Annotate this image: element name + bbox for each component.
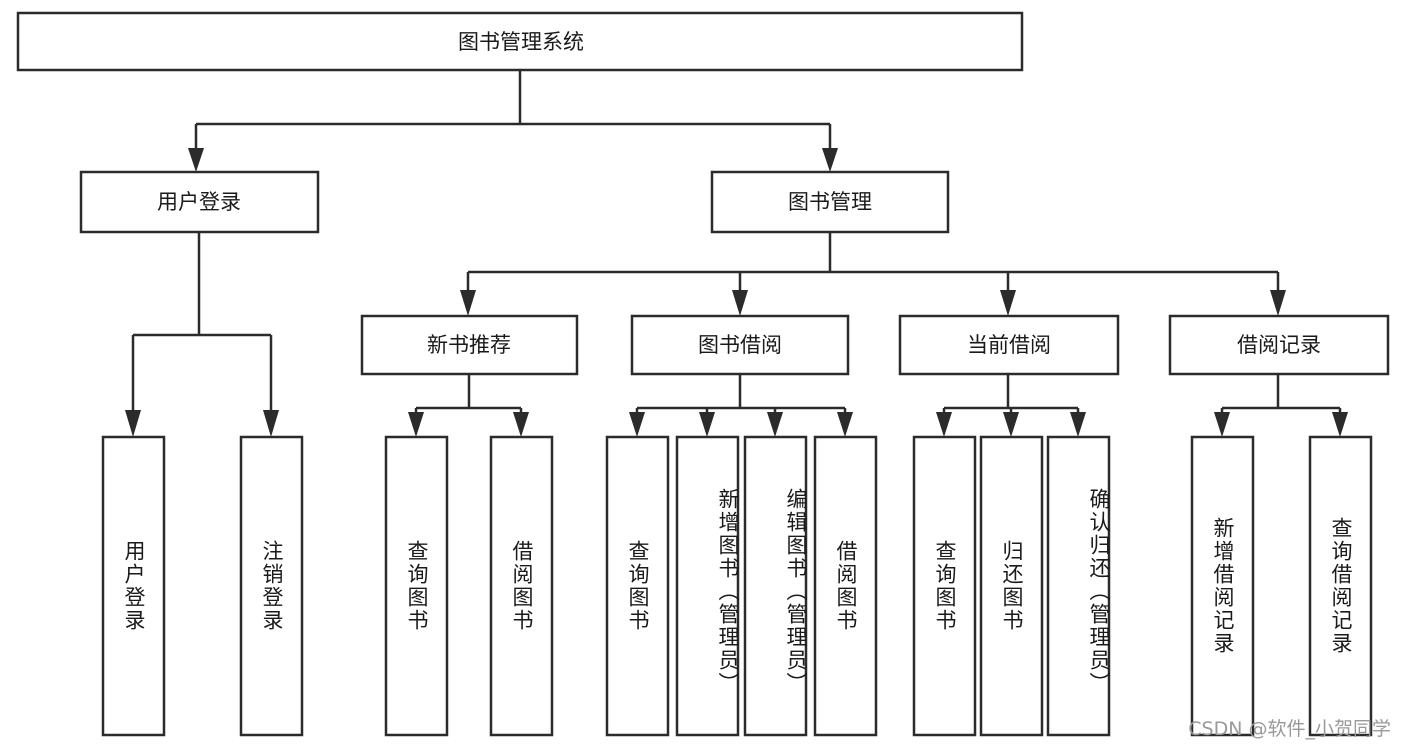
arrow-new-books-leaf-1 — [408, 412, 424, 437]
node-book-borrow[interactable] — [630, 314, 850, 376]
arrow-book-mgmt-to-records — [1270, 290, 1286, 316]
node-user-login[interactable] — [79, 170, 320, 234]
arrow-user-login-leaf-2 — [263, 410, 279, 437]
leaf-box-user-login[interactable] — [101, 435, 166, 737]
arrow-borrow-leaf-2 — [699, 412, 715, 437]
arrow-current-leaf-3 — [1070, 412, 1086, 437]
leaf-box-query-borrow-record[interactable] — [1308, 435, 1373, 737]
node-current-borrow[interactable] — [898, 314, 1120, 376]
node-book-management[interactable] — [710, 170, 950, 234]
arrow-records-leaf-1 — [1214, 412, 1230, 437]
leaf-box-query-books-1[interactable] — [384, 435, 449, 737]
arrow-book-mgmt-to-new-books — [460, 290, 476, 316]
leaf-box-logout[interactable] — [239, 435, 304, 737]
node-root-label: 图书管理系统 — [458, 30, 584, 54]
arrow-borrow-leaf-1 — [629, 412, 645, 437]
node-user-login-label: 用户登录 — [157, 190, 241, 214]
node-borrow-records-label: 借阅记录 — [1237, 333, 1321, 357]
leaf-box-query-books-3[interactable] — [912, 435, 977, 737]
node-new-book-recommend[interactable] — [360, 314, 579, 376]
node-root[interactable] — [16, 11, 1024, 72]
leaf-box-edit-book-admin[interactable] — [743, 435, 808, 737]
leaf-box-confirm-return-admin[interactable] — [1046, 435, 1111, 737]
arrow-borrow-leaf-4 — [837, 412, 853, 437]
leaf-box-add-book-admin[interactable] — [675, 435, 740, 737]
arrow-root-to-book-mgmt — [822, 148, 838, 172]
node-book-management-label: 图书管理 — [788, 190, 872, 214]
arrow-book-mgmt-to-borrow — [732, 290, 748, 316]
arrow-root-to-user-login — [188, 148, 204, 172]
arrow-book-mgmt-to-current — [1000, 290, 1016, 316]
arrow-new-books-leaf-2 — [513, 412, 529, 437]
arrow-records-leaf-2 — [1332, 412, 1348, 437]
node-book-borrow-label: 图书借阅 — [698, 333, 782, 357]
arrow-user-login-leaf-1 — [125, 410, 141, 437]
arrow-current-leaf-2 — [1003, 412, 1019, 437]
leaf-box-return-books[interactable] — [979, 435, 1044, 737]
leaf-box-borrow-books-2[interactable] — [813, 435, 878, 737]
arrow-current-leaf-1 — [936, 412, 952, 437]
node-current-borrow-label: 当前借阅 — [967, 333, 1051, 357]
leaf-box-query-books-2[interactable] — [605, 435, 670, 737]
node-borrow-records[interactable] — [1168, 314, 1390, 376]
arrow-borrow-leaf-3 — [767, 412, 783, 437]
node-new-book-recommend-label: 新书推荐 — [427, 333, 511, 357]
watermark: CSDN @软件_小贺同学 — [1188, 718, 1391, 740]
leaf-box-borrow-books-1[interactable] — [489, 435, 554, 737]
leaf-box-add-borrow-record[interactable] — [1190, 435, 1255, 737]
